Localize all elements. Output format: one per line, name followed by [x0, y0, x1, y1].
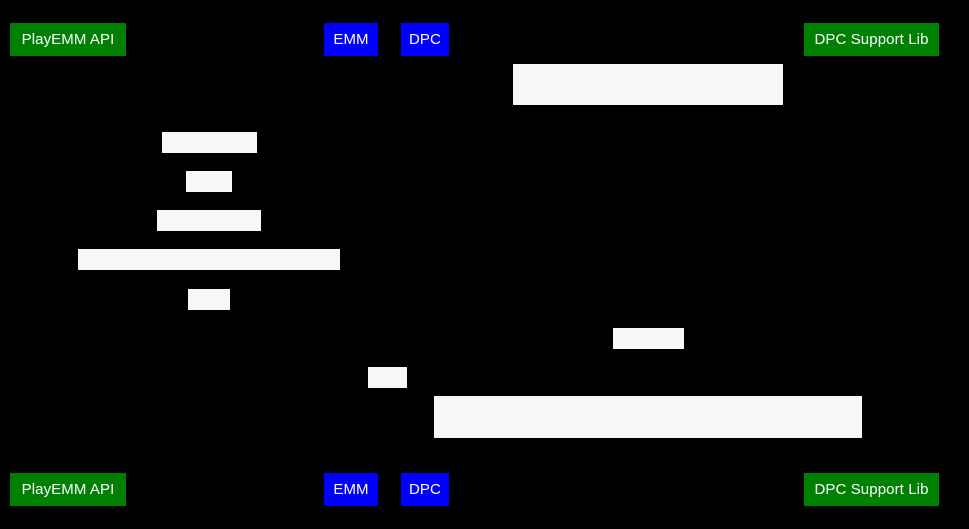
message-label-token-to-emm: token: [188, 289, 241, 325]
message-label-user-id-text: userID: [203, 191, 246, 207]
participant-header-playemm-api[interactable]: PlayEMM API: [10, 23, 126, 56]
message-label-ensure-working-environment: androidForWorkAccountSupport .ensureWork…: [513, 64, 783, 180]
message-line-user-id: [68, 192, 351, 193]
message-label-user-id: userID: [186, 171, 246, 207]
message-label-callback: callback(): [613, 328, 692, 364]
message-label-token-to-emm-text: token: [205, 309, 241, 325]
message-line-ensure-working-environment: [425, 105, 871, 106]
participant-footer-playemm-api-label: PlayEMM API: [21, 481, 115, 498]
message-label-users-insert: users.insert(): [162, 132, 264, 168]
participant-header-playemm-api-label: PlayEMM API: [21, 31, 115, 48]
message-line-add-android-for-work-account: [425, 438, 871, 439]
lifeline-playemm-api: [68, 56, 69, 473]
message-label-add-android-for-work-account: androidForWorkAccountSupport .addAndroid…: [434, 396, 862, 512]
participant-footer-dpc-support-lib[interactable]: DPC Support Lib: [804, 473, 939, 506]
lifeline-dpc: [425, 56, 426, 473]
participant-footer-dpc[interactable]: DPC: [401, 473, 449, 506]
participant-header-emm[interactable]: EMM: [324, 23, 378, 56]
participant-footer-emm-label: EMM: [333, 481, 369, 498]
message-label-generate-authentication-token-text: users.generateAuthenticationToken(): [98, 269, 336, 285]
lifeline-dpc-support-lib: [871, 56, 872, 473]
message-line-users-insert: [68, 153, 351, 154]
message-label-add-android-for-work-account-line-1: androidForWorkAccountSupport: [544, 437, 752, 453]
participant-header-dpc[interactable]: DPC: [401, 23, 449, 56]
message-line-generate-authentication-token: [68, 270, 351, 271]
message-label-token-to-dpc-text: token: [385, 387, 421, 403]
participant-footer-dpc-support-lib-label: DPC Support Lib: [814, 481, 929, 498]
message-label-users-update-text: users.update(): [174, 230, 268, 246]
message-label-users-insert-text: users.insert(): [179, 152, 264, 168]
participant-header-dpc-support-lib-label: DPC Support Lib: [814, 31, 929, 48]
participant-footer-dpc-label: DPC: [409, 481, 441, 498]
participant-header-emm-label: EMM: [333, 31, 369, 48]
message-line-token-to-dpc: [351, 388, 425, 389]
message-label-token-to-dpc: token: [368, 367, 421, 403]
message-label-ensure-working-environment-line-1: androidForWorkAccountSupport: [544, 105, 752, 121]
message-line-users-update: [68, 231, 351, 232]
message-label-callback-text: callback(): [630, 348, 693, 364]
message-line-callback: [425, 349, 871, 350]
message-label-generate-authentication-token: users.generateAuthenticationToken(): [78, 249, 340, 285]
participant-footer-emm[interactable]: EMM: [324, 473, 378, 506]
message-label-ensure-working-environment-line-2: .ensureWorkingEnvironment(callback): [525, 163, 771, 180]
lifeline-emm: [351, 56, 352, 473]
participant-header-dpc-label: DPC: [409, 31, 441, 48]
message-line-token-to-emm: [68, 310, 351, 311]
participant-footer-playemm-api[interactable]: PlayEMM API: [10, 473, 126, 506]
message-label-users-update: users.update(): [157, 210, 268, 246]
participant-header-dpc-support-lib[interactable]: DPC Support Lib: [804, 23, 939, 56]
message-label-add-android-for-work-account-line-2: .addAndroidForWorkAccount(token, account…: [454, 495, 842, 512]
